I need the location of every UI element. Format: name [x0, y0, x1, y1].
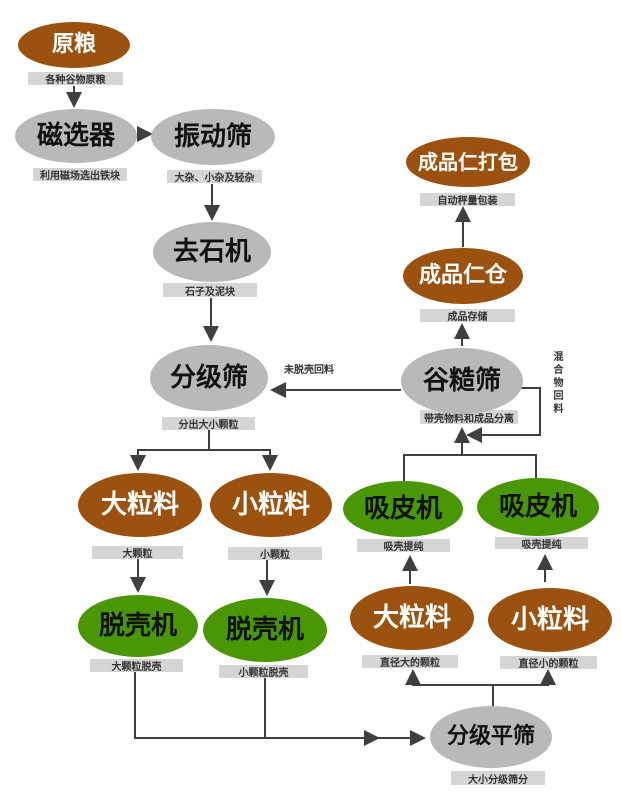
edge-mixture-return [466, 387, 541, 443]
node-grading-flat-screen: 分级平筛 [430, 706, 552, 768]
node-kernel-packing: 成品仁打包 [406, 137, 530, 187]
node-magnetic-separator: 磁选器 [15, 109, 137, 163]
node-label-dehuller-large: 脱壳机 [98, 611, 177, 641]
dehuller-small-note: 小颗粒脱壳 [219, 665, 308, 679]
small-particles-left-note: 小颗粒 [228, 547, 322, 561]
node-paddy-husk-screen: 谷糙筛 [401, 348, 523, 414]
node-label-destoner: 去石机 [172, 237, 251, 267]
kernel-silo-note: 成品存储 [420, 309, 515, 323]
destoner-note: 石子及泥块 [163, 283, 257, 298]
paddy-husk-screen-note: 带壳物料和成品分离 [420, 410, 518, 425]
edge-dehullerL-to-flatscreen [134, 671, 426, 746]
raw-grain-note: 各种谷物原粮 [28, 72, 123, 86]
unhulled-return-label: 未脱壳回料 [284, 365, 334, 376]
node-label-magnetic-separator: 磁选器 [36, 121, 115, 151]
node-raw-grain: 原粮 [18, 22, 130, 68]
node-destoner: 去石机 [153, 222, 271, 282]
node-husk-aspirator-large: 吸皮机 [343, 481, 463, 537]
node-label-large-particles-left: 大粒料 [100, 490, 179, 520]
vibrating-screen-note: 大杂、小杂及轻杂 [167, 170, 262, 184]
large-particles-right-note: 直径大的颗粒 [362, 655, 458, 669]
grading-screen-note: 分出大小颗粒 [162, 417, 255, 431]
node-label-grading-screen: 分级筛 [169, 363, 248, 393]
large-particles-left-note: 大颗粒 [92, 546, 183, 560]
node-label-small-particles-left: 小粒料 [231, 490, 310, 520]
node-label-large-particles-right: 大粒料 [372, 603, 451, 633]
node-small-particles-left: 小粒料 [210, 473, 332, 537]
edge-flatscreen-split-right [493, 669, 556, 686]
node-label-small-particles-right: 小粒料 [510, 605, 589, 635]
node-label-vibrating-screen: 振动筛 [173, 122, 252, 152]
node-label-dehuller-small: 脱壳机 [225, 615, 304, 645]
node-label-kernel-packing: 成品仁打包 [418, 150, 518, 174]
node-small-particles-right: 小粒料 [488, 588, 612, 652]
node-kernel-silo: 成品仁仓 [403, 248, 523, 304]
node-label-paddy-husk-screen: 谷糙筛 [422, 366, 501, 396]
magnetic-separator-note: 利用磁场选出铁块 [33, 168, 127, 182]
husk-aspirator-small-note: 吸壳提纯 [495, 537, 588, 551]
node-label-husk-aspirator-large: 吸皮机 [363, 494, 442, 524]
edge-grading-split-left [130, 429, 210, 471]
node-vibrating-screen: 振动筛 [151, 109, 275, 165]
dehuller-large-note: 大颗粒脱壳 [90, 659, 183, 673]
mixture-return-label: 混合物回料 [551, 351, 562, 416]
node-label-husk-aspirator-small: 吸皮机 [498, 492, 577, 522]
node-grading-screen: 分级筛 [150, 345, 268, 411]
edge-aspirators-merge [403, 454, 537, 481]
husk-aspirator-large-note: 吸壳提纯 [357, 539, 450, 553]
node-dehuller-large: 脱壳机 [78, 595, 198, 657]
node-large-particles-right: 大粒料 [350, 586, 474, 650]
kernel-packing-note: 自动秤量包装 [420, 193, 515, 207]
grading-flat-screen-note: 大小分级筛分 [451, 771, 545, 786]
small-particles-right-note: 直径小的颗粒 [500, 656, 597, 670]
edge-flatscreen-split-left [405, 669, 494, 706]
node-dehuller-small: 脱壳机 [203, 598, 327, 662]
node-large-particles-left: 大粒料 [78, 473, 202, 537]
node-label-grading-flat-screen: 分级平筛 [446, 724, 535, 749]
node-label-kernel-silo: 成品仁仓 [418, 263, 507, 288]
node-husk-aspirator-small: 吸皮机 [477, 478, 599, 536]
edge-dehullerS-to-flatscreen [264, 677, 380, 746]
node-label-raw-grain: 原粮 [51, 32, 96, 57]
edge-grading-split-right [209, 449, 278, 471]
